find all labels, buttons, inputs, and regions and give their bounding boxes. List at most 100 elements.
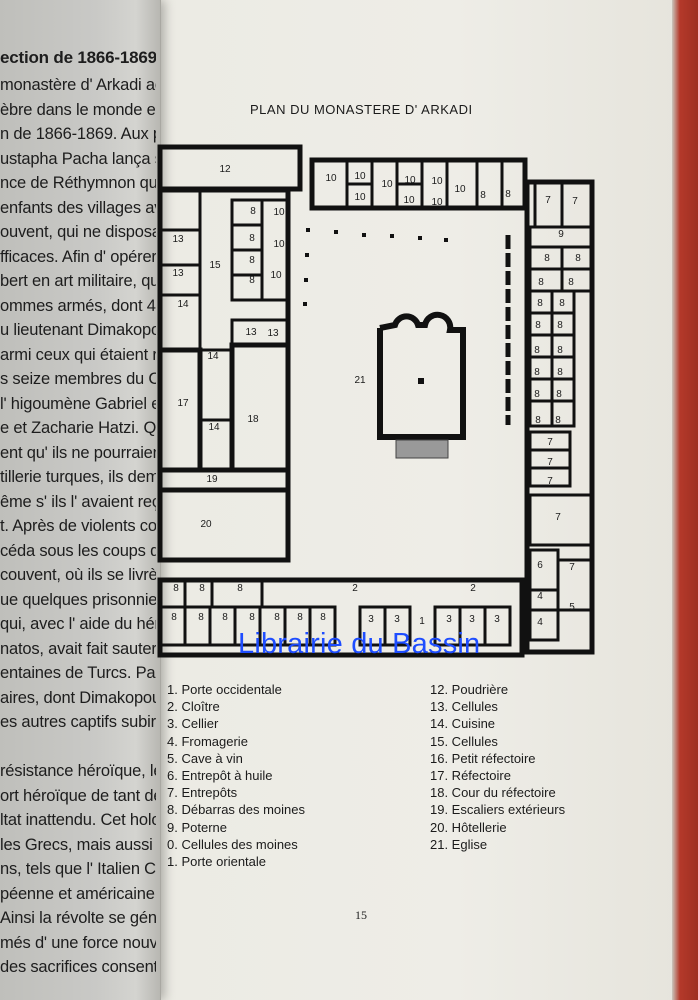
room-number-label: 10 [273,239,285,250]
legend-item: 6. Entrepôt à huile [167,768,273,783]
body-text-line: més d' une force nouvelle [0,933,156,952]
body-text-line: bert en art militaire, quitta le co [0,272,156,290]
pillar-mark [304,278,308,282]
body-text-line: monastère d' Arkadi acquit un [0,76,156,94]
plan-wall [550,355,576,381]
body-text-line: ue quelques prisonniers. L' higoum [0,590,156,609]
plan-wall [500,158,527,210]
room-number-label: 10 [431,176,443,187]
body-text-line: ort héroïque de tant de membres du [0,786,156,805]
room-number-label: 8 [534,367,540,378]
plan-wall [550,311,576,337]
room-number-label: 13 [172,268,184,279]
room-number-label: 8 [480,190,486,201]
room-number-label: 10 [403,195,415,206]
room-number-label: 14 [207,351,219,362]
legend-item: 1. Porte occidentale [167,682,282,697]
plan-wall [528,493,594,547]
plan-wall [528,311,554,337]
room-number-label: 3 [394,614,400,625]
room-number-label: 8 [544,253,550,264]
room-number-label: 3 [494,614,500,625]
room-number-label: 8 [534,389,540,400]
room-number-label: 21 [354,375,366,386]
room-number-label: 8 [559,298,565,309]
room-number-label: 13 [267,328,279,339]
body-text-line: es autres captifs subirent le marty [0,713,156,731]
plan-wall [528,588,560,612]
room-number-label: 2 [470,583,476,594]
plan-wall [528,608,560,642]
book-cover-edge [672,0,698,1000]
room-number-label: 12 [219,164,231,175]
room-number-label: 14 [177,299,189,310]
section-heading: ection de 1866-1869 [0,48,156,67]
body-text-line: ent qu' ils ne pourraient tenir, face [0,443,156,462]
pillar-mark [362,233,366,237]
legend-item: 19. Escaliers extérieurs [430,802,566,818]
body-text-line: résistance héroïque, le sacrifice [0,762,156,780]
room-number-label: 15 [209,260,221,271]
room-number-label: 8 [222,612,228,623]
room-number-label: 8 [556,389,562,400]
room-number-label: 8 [249,612,255,623]
room-number-label: 8 [198,612,204,623]
room-number-label: 8 [171,612,177,623]
room-number-label: 8 [568,277,574,288]
room-number-label: 18 [247,414,259,425]
left-page: ection de 1866-1869 monastère d' Arkadi a… [0,0,161,1000]
legend-item: 8. Débarras des moines [167,802,306,818]
body-text-line: t. Après de violents combats qui [0,517,156,535]
plan-wall [528,548,560,592]
room-number-label: 7 [572,196,578,207]
plan-wall [230,198,264,227]
room-number-label: 8 [250,206,256,217]
body-text-line: les Grecs, mais aussi les politiciens [0,835,156,854]
room-number-label: 8 [249,255,255,266]
body-text-line: ustapha Pacha lança ses troupes [0,149,156,168]
body-text-line: péenne et américaine prit fait et [0,884,156,903]
legend-item: 1. Porte orientale [167,854,267,869]
room-number-label: 8 [237,583,243,594]
room-number-label: 8 [297,612,303,623]
plan-wall [310,158,349,210]
room-number-label: 8 [557,345,563,356]
room-number-label: 4 [537,591,543,602]
plan-wall [528,466,572,488]
body-text-line: nce de Réthymnon qui s' étaient [0,174,156,192]
plan-wall [230,318,290,347]
room-number-label: 4 [537,617,543,628]
room-number-label: 10 [273,207,285,218]
room-number-label: 10 [354,171,366,182]
room-number-label: 8 [575,253,581,264]
plan-wall [550,333,576,359]
room-number-label: 8 [535,320,541,331]
legend-item: 14. Cuisine [430,716,496,732]
room-number-label: 8 [320,612,326,623]
room-number-label: 8 [557,367,563,378]
room-number-label: 10 [325,173,337,184]
legend-item: 13. Cellules [430,699,498,715]
body-text-line: armi ceux qui étaient restés en [0,345,156,364]
room-number-label: 3 [469,614,475,625]
room-number-label: 7 [569,562,575,573]
room-number-label: 8 [249,233,255,244]
body-text-line: u lieutenant Dimakopoylos, m [0,321,156,339]
church-plan [377,311,466,459]
pillar-mark [444,238,448,242]
room-number-label: 20 [200,519,212,530]
legend-item: 18. Cour du réfectoire [430,785,556,801]
legend-item: 12. Poudrière [430,682,509,697]
room-number-label: 10 [354,192,366,203]
room-number-label: 9 [558,229,564,240]
body-text-line: aires, dont Dimakopoulos, qui fur [0,688,156,707]
legend-item: 17. Réfectoire [430,768,511,783]
room-number-label: 10 [431,197,443,208]
room-number-label: 6 [537,560,543,571]
body-text-line: entaines de Turcs. Parmi les sur [0,664,156,682]
plan-wall [560,267,594,293]
plan-wall [230,223,264,252]
body-text-line: ouvent, qui ne disposait cepen [0,223,156,241]
room-number-label: 8 [274,612,280,623]
room-number-label: 8 [505,189,511,200]
